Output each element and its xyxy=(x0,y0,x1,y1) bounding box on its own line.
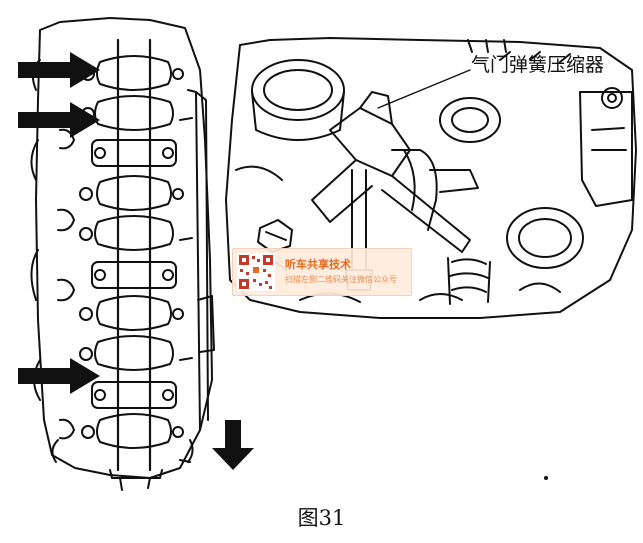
figure-caption: 图31 xyxy=(297,506,346,530)
spring-compressor-drawing xyxy=(225,37,637,319)
cam-lobes xyxy=(91,55,177,449)
watermark-title: 听车共享技术 xyxy=(285,258,351,271)
callout-leader xyxy=(377,69,471,109)
callout-label: 气门弹簧压缩器 xyxy=(471,54,605,76)
stray-dot xyxy=(544,476,548,480)
arrow-down-icon xyxy=(212,420,254,470)
cylinder-head-drawing xyxy=(30,17,215,491)
watermark-subtitle: 扫描左侧二维码关注微信公众号 xyxy=(285,275,397,284)
arrow-right-icon xyxy=(18,52,100,394)
watermark: 听车共享技术 扫描左侧二维码关注微信公众号 xyxy=(232,248,412,296)
qr-code-icon xyxy=(237,253,275,291)
